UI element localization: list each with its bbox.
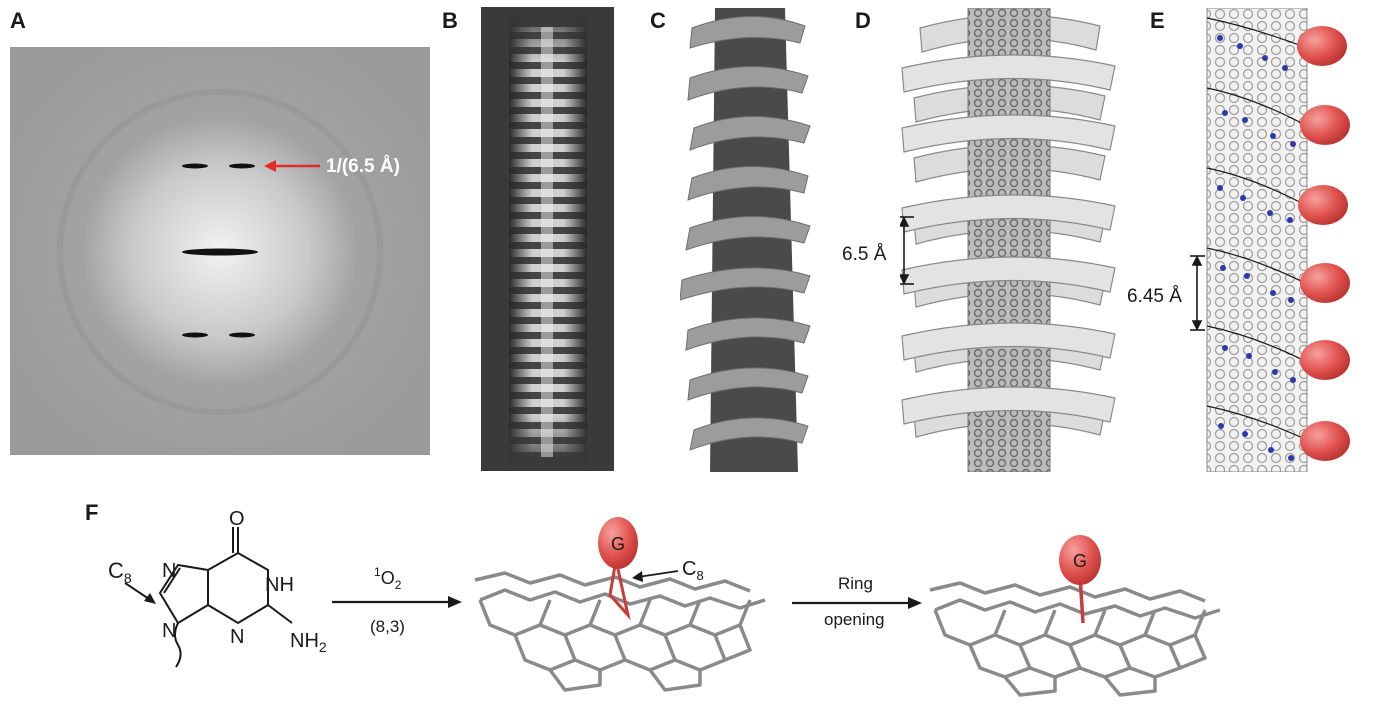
chirality-label: (8,3)	[370, 617, 405, 636]
panel-c-density-map	[680, 8, 811, 472]
nanotube-sheet-1: G C8	[474, 517, 766, 692]
oxygen-label: O	[229, 508, 245, 530]
guanine-ball-label-1: G	[611, 534, 625, 554]
reciprocal-spacing-label: 1/(6.5 Å)	[326, 156, 400, 177]
c8-label: C8	[108, 558, 132, 586]
panel-label-c: C	[650, 8, 666, 33]
helix-pitch-label-e: 6.45 Å	[1127, 286, 1182, 307]
panel-label-f: F	[85, 500, 99, 525]
panel-label-a: A	[10, 8, 26, 33]
reaction-arrow-2: Ring opening	[792, 574, 922, 629]
guanine-ball-label-2: G	[1073, 551, 1087, 571]
n9-label: N	[162, 620, 176, 642]
n7-label: N	[162, 560, 176, 582]
panel-d-helical-model	[900, 8, 1116, 472]
panel-b-class-average	[481, 7, 614, 471]
guanine-balls	[1297, 26, 1350, 461]
opening-label: opening	[824, 610, 885, 629]
panel-label-b: B	[442, 8, 458, 33]
nh-label: NH	[265, 574, 294, 596]
ring-label: Ring	[838, 574, 873, 593]
panel-label-e: E	[1150, 8, 1165, 33]
helix-pitch-label-d: 6.5 Å	[842, 244, 887, 265]
panel-e-atomic-model	[1190, 8, 1350, 472]
panel-label-d: D	[855, 8, 871, 33]
panel-a-diffraction	[10, 47, 430, 455]
nanotube-sheet-2: G	[929, 535, 1221, 697]
singlet-oxygen-label: 1O2	[374, 565, 402, 592]
nh2-label: NH2	[290, 630, 327, 655]
reaction-arrow-1: 1O2 (8,3)	[332, 565, 462, 636]
guanine-structure: C8 O N N N NH NH2	[108, 508, 327, 668]
n3-label: N	[230, 626, 244, 648]
c8-binding-label: C8	[682, 558, 704, 583]
